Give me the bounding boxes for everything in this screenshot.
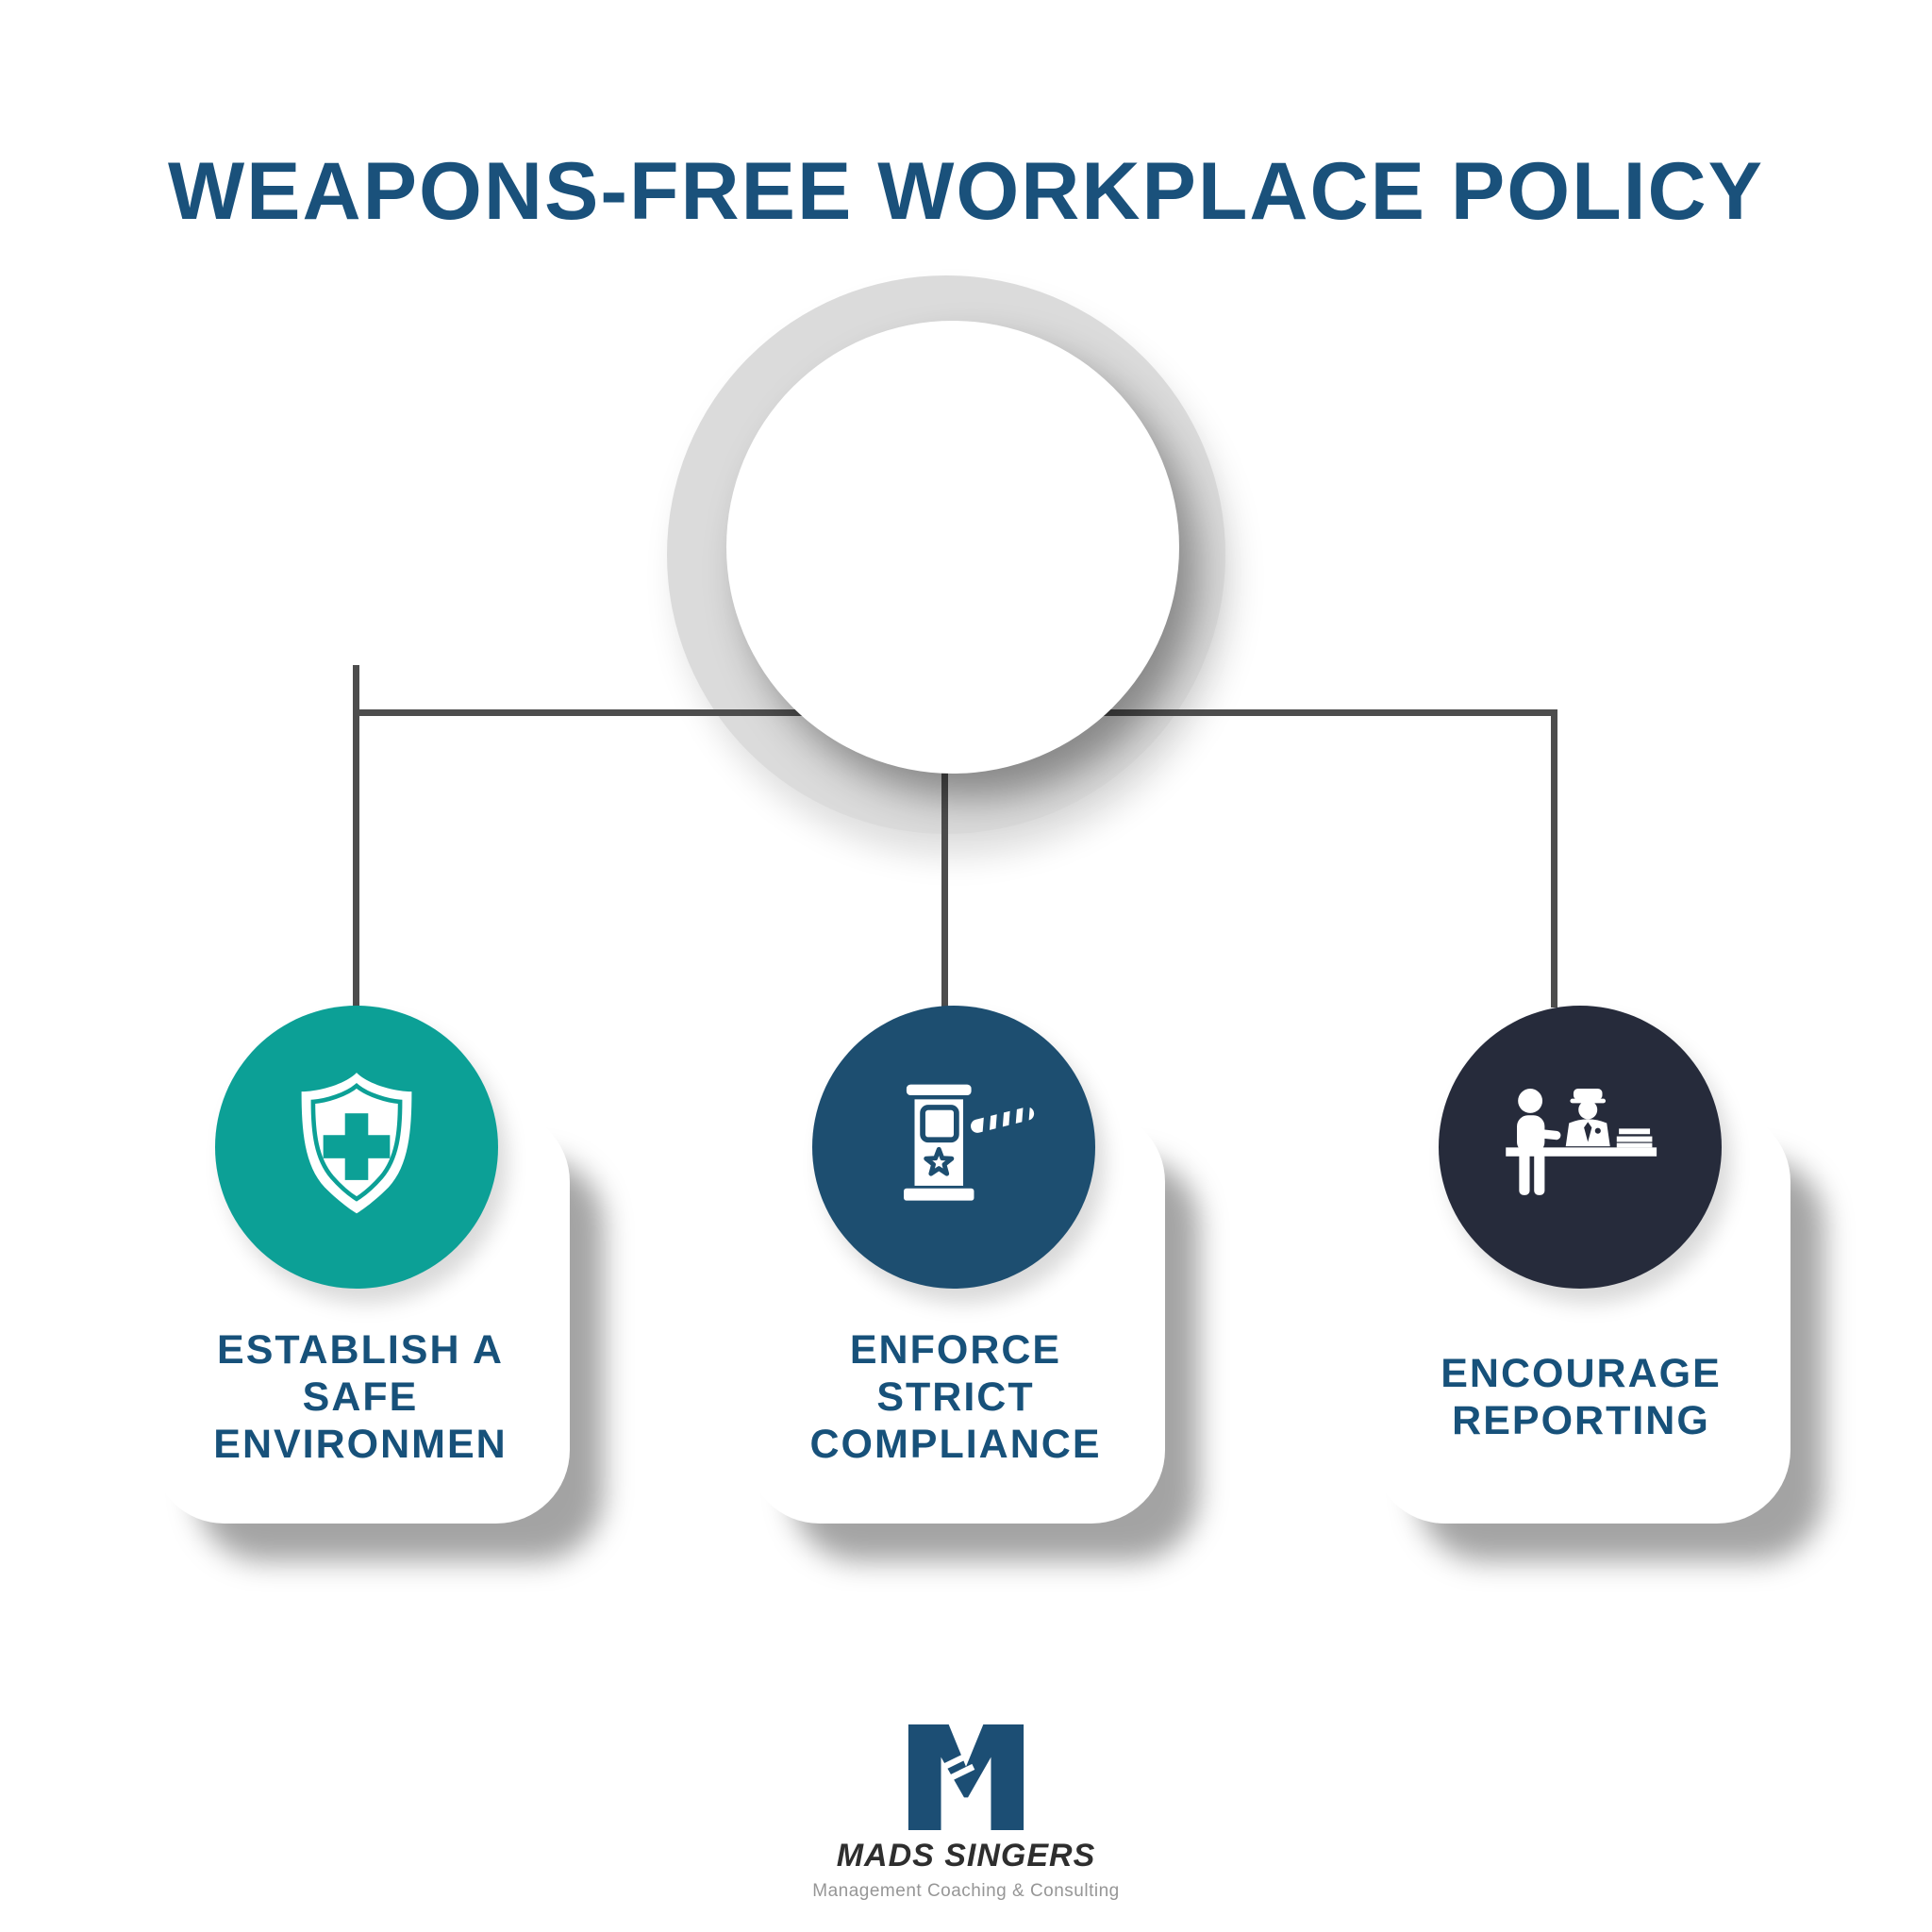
report-desk-icon xyxy=(1486,1082,1674,1213)
caption-line: SAFE xyxy=(302,1374,419,1420)
caption-line: ENVIRONMEN xyxy=(213,1422,508,1468)
caption-line: ESTABLISH A xyxy=(217,1326,504,1373)
brand-logo-m-icon xyxy=(908,1724,1024,1830)
security-gate-icon xyxy=(866,1064,1041,1231)
caption-line: COMPLIANCE xyxy=(809,1422,1102,1468)
caption-line: REPORTING xyxy=(1452,1398,1710,1443)
caption-line: ENCOURAGE xyxy=(1441,1350,1722,1396)
connector-vertical-center xyxy=(941,745,948,1009)
page-title: WEAPONS-FREE WORKPLACE POLICY xyxy=(167,146,1765,237)
caption-line: ENFORCE xyxy=(849,1326,1062,1373)
node-circle-encourage-reporting xyxy=(1439,1006,1722,1289)
branch-caption: ENFORCE STRICT COMPLIANCE xyxy=(769,1314,1142,1480)
shield-cross-icon xyxy=(283,1067,430,1228)
branch-caption: ESTABLISH A SAFE ENVIRONMEN xyxy=(174,1314,547,1480)
node-circle-strict-compliance xyxy=(812,1006,1095,1289)
caption-line: STRICT xyxy=(876,1374,1035,1420)
brand-tagline: Management Coaching & Consulting xyxy=(812,1881,1120,1901)
hub-circle xyxy=(726,321,1179,774)
branch-caption: ENCOURAGE REPORTING xyxy=(1394,1314,1768,1480)
brand-name: MADS SINGERS xyxy=(836,1838,1096,1874)
connector-vertical-right xyxy=(1551,709,1557,1008)
connector-vertical-left xyxy=(353,665,359,1008)
node-circle-safe-environment xyxy=(215,1006,498,1289)
